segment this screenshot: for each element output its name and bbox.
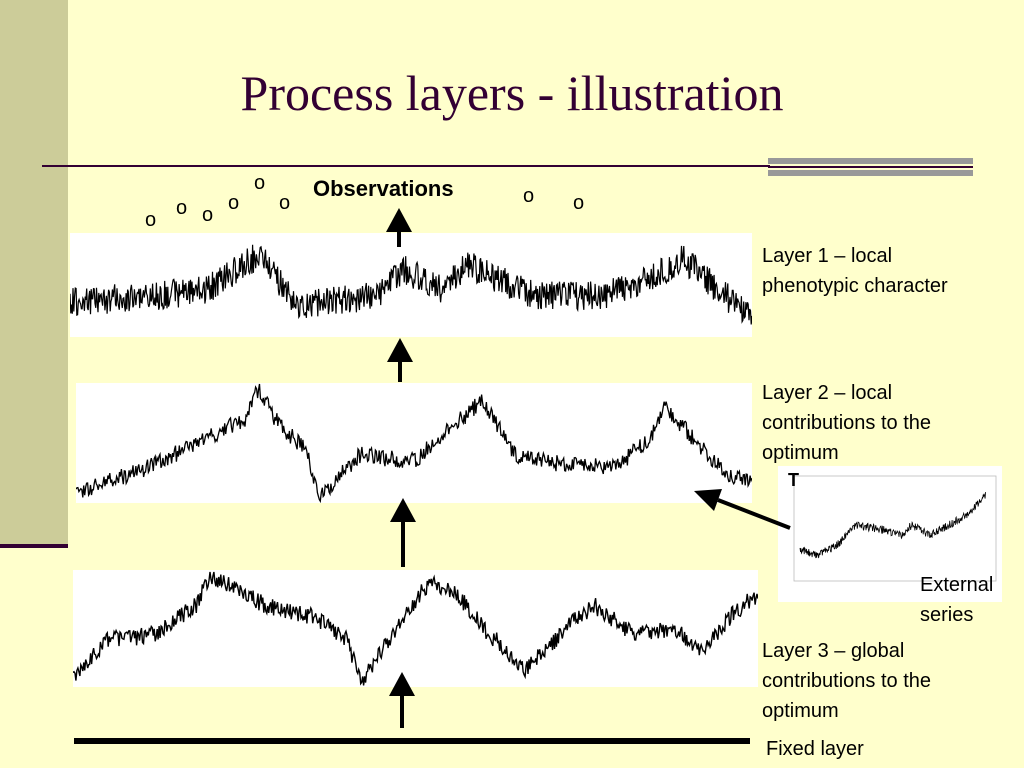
- observation-marker: o: [228, 192, 240, 214]
- layer2-label-line: contributions to the: [762, 412, 931, 434]
- layer3-series-line: [73, 571, 758, 686]
- observations-label: Observations: [313, 176, 454, 201]
- layer3-label-line: optimum: [762, 700, 839, 722]
- observation-marker: o: [573, 192, 585, 214]
- title-rule: [42, 165, 770, 167]
- layer3-label-line: contributions to the: [762, 670, 931, 692]
- observation-marker: o: [254, 172, 266, 194]
- layer1-series-panel: [70, 233, 752, 337]
- layer2-label: Layer 2 – local contributions to the opt…: [762, 378, 1002, 468]
- observation-marker: o: [176, 197, 188, 219]
- fixed-layer-line: [74, 738, 750, 744]
- layer3-label-line: Layer 3 – global: [762, 640, 905, 662]
- layer3-label: Layer 3 – global contributions to the op…: [762, 636, 1002, 726]
- layer1-label-line: Layer 1 – local: [762, 245, 893, 267]
- title-accent-bars: [768, 158, 973, 178]
- layer1-label: Layer 1 – local phenotypic character: [762, 241, 1022, 301]
- left-decorative-bar: [0, 0, 68, 545]
- layer1-label-line: phenotypic character: [762, 275, 948, 297]
- up-arrow-layer3-to-layer2: [390, 498, 416, 567]
- fixed-layer-label: Fixed layer: [766, 738, 864, 760]
- observation-marker: o: [523, 185, 535, 207]
- layer1-series-line: [70, 244, 752, 325]
- layer3-series-panel: [73, 570, 758, 687]
- external-series-line: [799, 492, 986, 559]
- observation-marker: o: [145, 209, 157, 231]
- up-arrow-layer2-to-layer1: [387, 338, 413, 382]
- external-label-line: External: [920, 574, 994, 596]
- inset-t-mark: T: [788, 470, 799, 490]
- observation-marker: o: [279, 192, 291, 214]
- layer2-series-panel: [76, 383, 752, 503]
- layer2-series-line: [76, 383, 752, 503]
- slide-title: Process layers - illustration: [240, 65, 784, 121]
- external-series-label: External series: [920, 570, 1020, 630]
- layer2-label-line: Layer 2 – local: [762, 382, 893, 404]
- external-series-inset: [778, 466, 1002, 602]
- left-bar-underline: [0, 544, 68, 548]
- external-label-line: series: [920, 604, 974, 626]
- observation-marker: o: [202, 204, 214, 226]
- layer2-label-line: optimum: [762, 442, 839, 464]
